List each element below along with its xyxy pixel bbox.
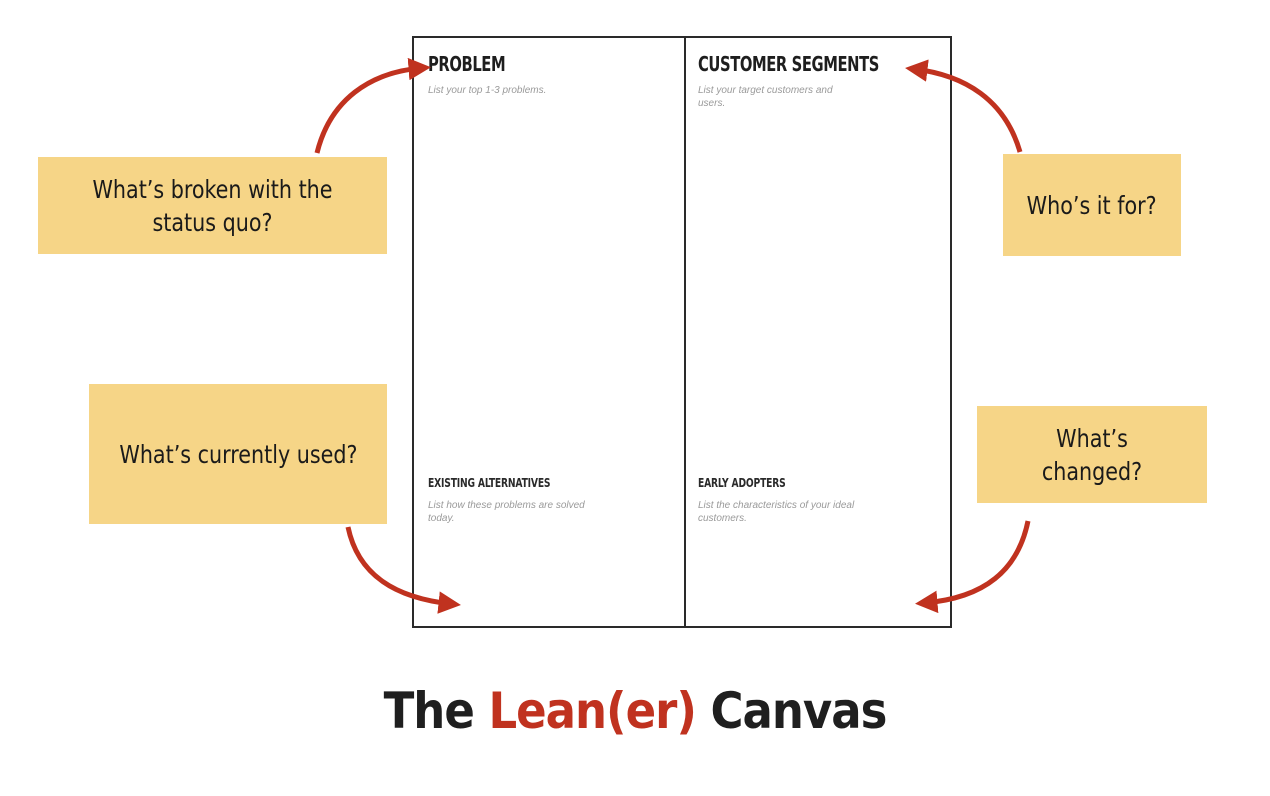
customer-segments-title: CUSTOMER SEGMENTS	[698, 52, 879, 76]
arrow-broken-to-problem	[314, 57, 431, 154]
lean-canvas: PROBLEM List your top 1-3 problems. CUST…	[412, 36, 952, 628]
note-changed-text: What’s changed?	[1041, 423, 1143, 486]
note-broken-text: What’s broken with the status quo?	[92, 174, 333, 237]
canvas-divider	[684, 38, 686, 626]
existing-alternatives-hint: List how these problems are solved today…	[428, 500, 585, 524]
early-adopters-hint: List the characteristics of your ideal c…	[698, 500, 855, 524]
customer-segments-hint: List your target customers and users.	[698, 85, 833, 109]
note-who-for-text: Who’s it for?	[1026, 190, 1158, 220]
caption-after: Canvas	[695, 682, 888, 740]
note-currently-used-text: What’s currently used?	[118, 439, 358, 469]
caption-before: The	[383, 682, 489, 740]
arrow-who-to-segments	[905, 59, 1023, 153]
problem-hint: List your top 1-3 problems.	[428, 85, 547, 96]
note-changed: What’s changed?	[977, 406, 1207, 503]
existing-alternatives-title: EXISTING ALTERNATIVES	[428, 476, 551, 490]
caption-accent: Lean(er)	[488, 682, 697, 740]
note-broken-status-quo: What’s broken with the status quo?	[38, 157, 387, 254]
diagram-caption: The Lean(er) Canvas	[0, 682, 1270, 740]
arrow-changed-to-adopters	[915, 520, 1031, 614]
arrow-used-to-alternatives	[345, 526, 461, 614]
problem-title: PROBLEM	[428, 52, 506, 76]
note-currently-used: What’s currently used?	[89, 384, 387, 524]
note-who-for: Who’s it for?	[1003, 154, 1181, 256]
early-adopters-title: EARLY ADOPTERS	[698, 476, 786, 490]
